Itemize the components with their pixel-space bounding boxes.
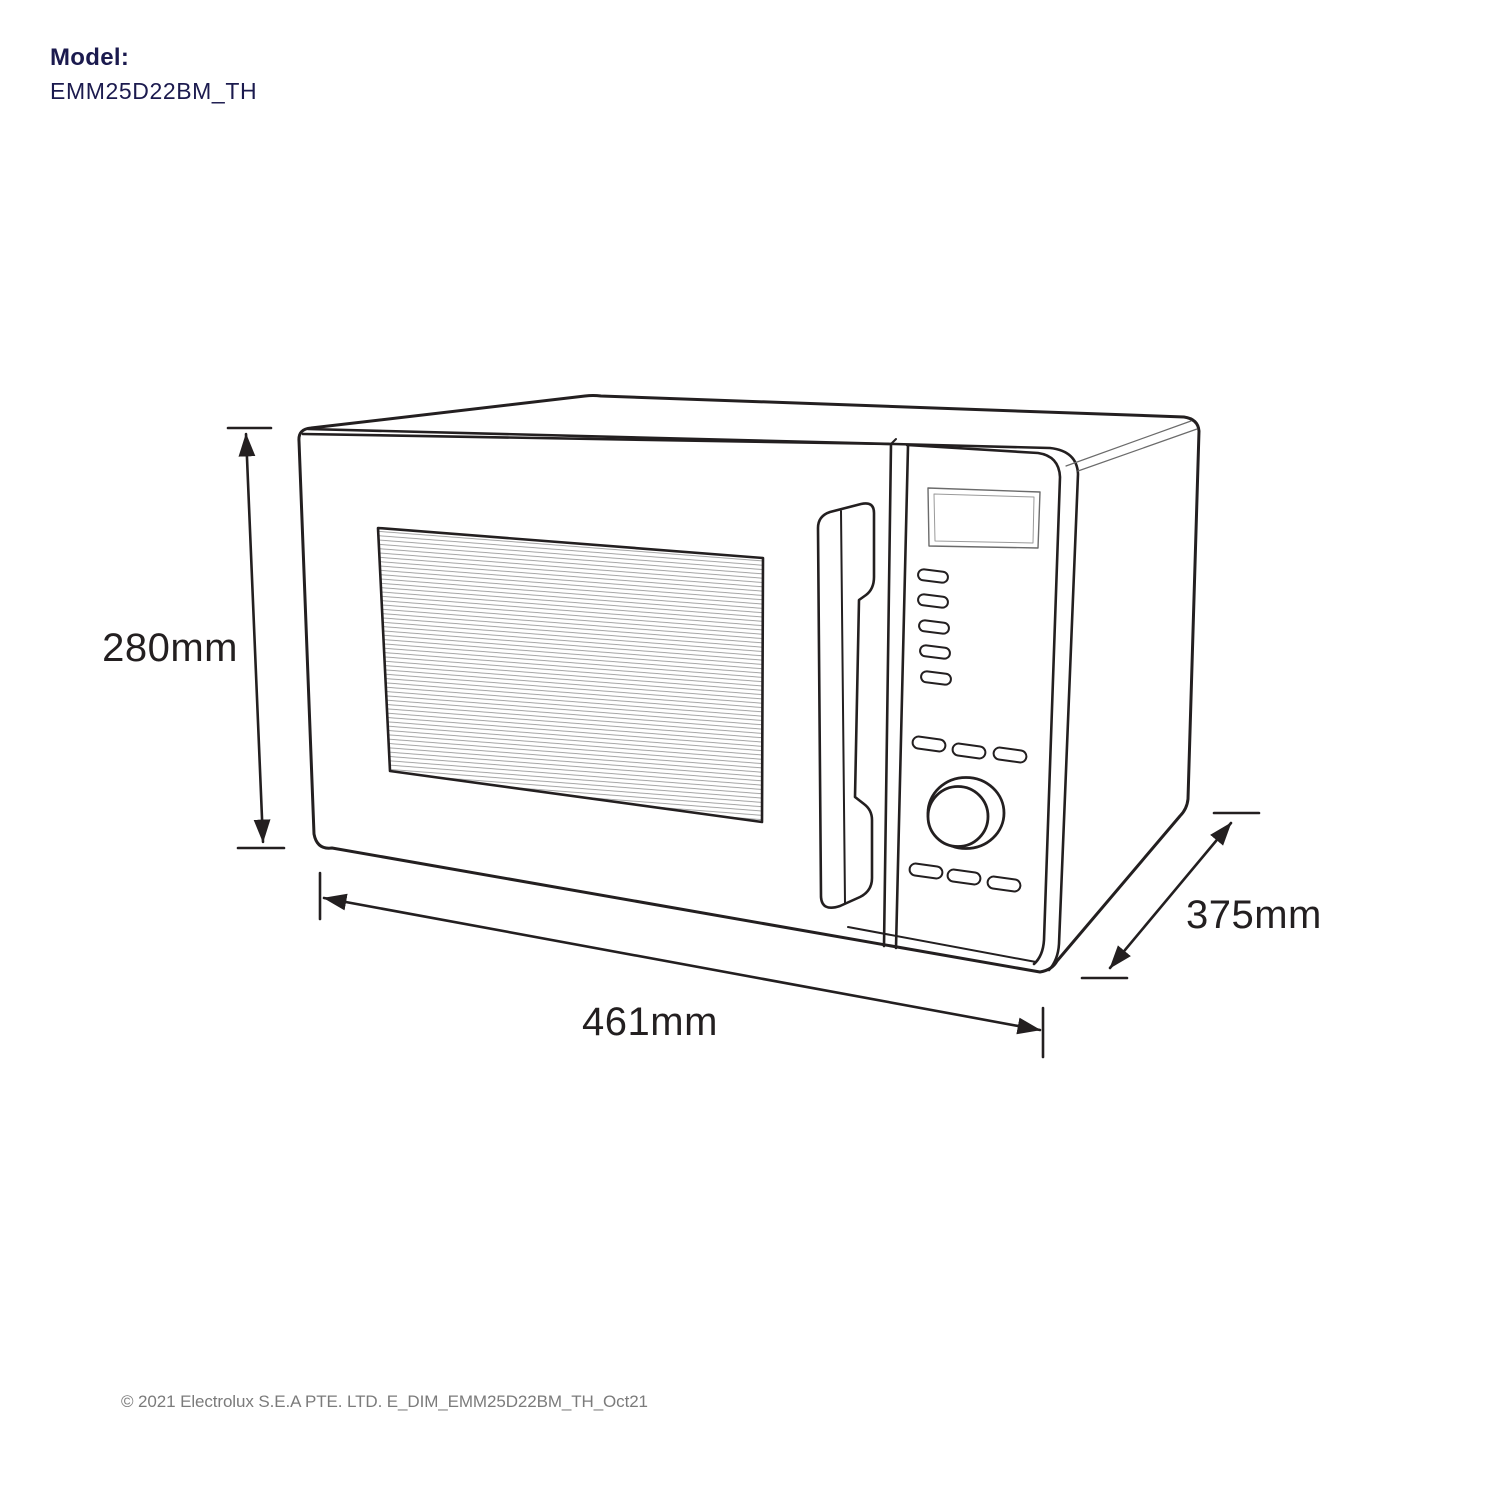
- control-knob-inner: [926, 785, 990, 848]
- display-inner-frame: [933, 493, 1035, 544]
- setting-button: [946, 868, 982, 886]
- display-outer-frame: [927, 487, 1041, 549]
- top-face-front-edge: [306, 427, 1080, 972]
- control-panel: [908, 487, 1041, 893]
- model-number: EMM25D22BM_TH: [50, 78, 258, 104]
- width-arrow-line: [322, 893, 1042, 1035]
- function-button-column: [917, 568, 952, 686]
- function-button: [919, 644, 951, 660]
- microwave-illustration: [297, 394, 1201, 974]
- height-dimension: 280mm: [102, 426, 286, 850]
- setting-button: [951, 742, 987, 760]
- top-right-bevel-line-outer: [1077, 428, 1198, 472]
- door-top-edge: [301, 432, 891, 446]
- depth-arrow-line: [1108, 821, 1233, 970]
- control-knob: [926, 776, 1006, 850]
- setting-button: [908, 862, 944, 880]
- display-screen: [927, 487, 1041, 549]
- header: Model: EMM25D22BM_TH: [50, 44, 257, 105]
- setting-button: [911, 735, 947, 753]
- setting-button-row-top: [911, 735, 1028, 764]
- setting-button: [986, 875, 1022, 893]
- depth-dimension: 375mm: [1080, 811, 1322, 980]
- panel-left-edge: [894, 444, 910, 950]
- height-arrow-line: [238, 432, 271, 844]
- copyright-note: © 2021 Electrolux S.E.A PTE. LTD. E_DIM_…: [121, 1392, 648, 1411]
- width-dimension: 461mm: [318, 871, 1045, 1059]
- function-button: [920, 670, 952, 686]
- model-label: Model:: [50, 44, 130, 71]
- width-dimension-label: 461mm: [582, 1000, 718, 1044]
- door-handle-crease: [840, 510, 846, 904]
- function-button: [918, 619, 950, 635]
- height-dimension-label: 280mm: [102, 626, 238, 670]
- door-window: [376, 526, 765, 824]
- depth-dimension-label: 375mm: [1186, 893, 1322, 937]
- function-button: [917, 593, 949, 609]
- setting-button-row-bottom: [908, 862, 1022, 893]
- setting-button: [992, 746, 1028, 764]
- function-button: [917, 568, 949, 584]
- door-right-edge: [882, 442, 893, 948]
- top-right-bevel-line-inner: [1065, 420, 1192, 467]
